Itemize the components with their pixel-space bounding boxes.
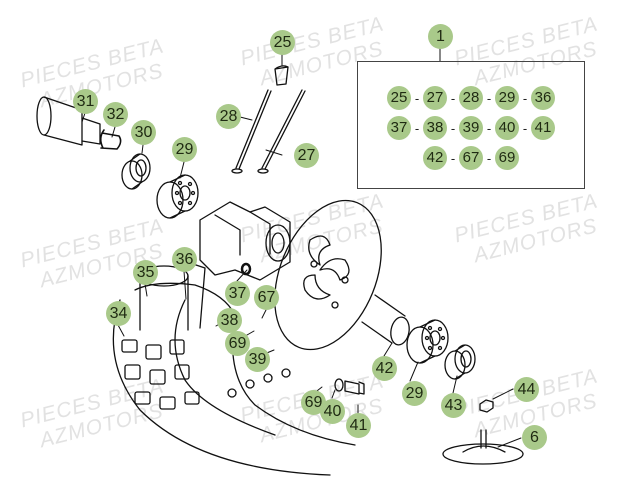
rim-strip-36 [189, 262, 206, 329]
callout-44[interactable]: 44 [514, 377, 539, 402]
separator: - [522, 120, 528, 136]
kit-item[interactable]: 41 [531, 116, 555, 140]
separator: - [414, 90, 420, 106]
kit-row-1: 25- 27- 28- 29- 36 [358, 86, 584, 110]
separator: - [486, 150, 492, 166]
kit-item[interactable]: 36 [531, 86, 555, 110]
callout-37[interactable]: 37 [225, 281, 250, 306]
separator: - [450, 150, 456, 166]
spacer-tube-31 [36, 96, 101, 146]
callout-35[interactable]: 35 [133, 260, 158, 285]
callout-36[interactable]: 36 [172, 247, 197, 272]
seal-43 [444, 344, 476, 380]
kit-row-2: 37- 38- 39- 40- 41 [358, 116, 584, 140]
kit-item[interactable]: 38 [423, 116, 447, 140]
valve-6 [442, 429, 524, 465]
kit-item[interactable]: 40 [495, 116, 519, 140]
callout-39[interactable]: 39 [245, 347, 270, 372]
callout-28[interactable]: 28 [216, 104, 241, 129]
kit-item[interactable]: 28 [459, 86, 483, 110]
cap-25 [274, 65, 289, 86]
kit-item[interactable]: 42 [423, 146, 447, 170]
axle-bolt-27 [257, 89, 306, 174]
kit-row-3: 42- 67- 69 [358, 146, 584, 170]
callout-38[interactable]: 38 [217, 308, 242, 333]
callout-67[interactable]: 67 [254, 285, 279, 310]
separator: - [414, 120, 420, 136]
kit-item[interactable]: 39 [459, 116, 483, 140]
callout-69[interactable]: 69 [225, 331, 250, 356]
hub-37 [199, 201, 291, 281]
ring-32 [99, 129, 122, 150]
callout-29[interactable]: 29 [172, 137, 197, 162]
separator: - [486, 90, 492, 106]
seal-30 [121, 153, 151, 190]
separator: - [450, 90, 456, 106]
callout-27[interactable]: 27 [294, 143, 319, 168]
tire-34 [112, 265, 356, 476]
callout-30[interactable]: 30 [131, 120, 156, 145]
bearing-29-left [156, 174, 199, 219]
kit-item[interactable]: 29 [495, 86, 519, 110]
kit-contents-box: 25- 27- 28- 29- 36 37- 38- 39- 40- 41 42… [357, 61, 585, 189]
separator: - [450, 120, 456, 136]
brake-disc-39 [274, 199, 382, 351]
kit-item[interactable]: 27 [423, 86, 447, 110]
callout-43[interactable]: 43 [441, 393, 466, 418]
oring-67 [240, 262, 252, 276]
kit-item[interactable]: 25 [387, 86, 411, 110]
callout-42[interactable]: 42 [372, 356, 397, 381]
washer-40 [334, 378, 344, 392]
callout-25[interactable]: 25 [270, 30, 295, 55]
callout-31[interactable]: 31 [73, 89, 98, 114]
kit-item[interactable]: 67 [459, 146, 483, 170]
callout-41[interactable]: 41 [346, 413, 371, 438]
callout-6[interactable]: 6 [522, 425, 547, 450]
separator: - [522, 90, 528, 106]
callout-32[interactable]: 32 [103, 102, 128, 127]
kit-item[interactable]: 37 [387, 116, 411, 140]
nut-44 [479, 399, 494, 413]
callout-34[interactable]: 34 [106, 301, 131, 326]
bolt-41 [344, 380, 365, 395]
kit-item[interactable]: 69 [495, 146, 519, 170]
callout-29[interactable]: 29 [402, 381, 427, 406]
spacer-42 [361, 294, 410, 346]
bearing-29-right [406, 319, 449, 364]
axle-bolt-28 [231, 89, 272, 174]
callout-1[interactable]: 1 [428, 24, 453, 49]
separator: - [486, 120, 492, 136]
callout-40[interactable]: 40 [320, 399, 345, 424]
